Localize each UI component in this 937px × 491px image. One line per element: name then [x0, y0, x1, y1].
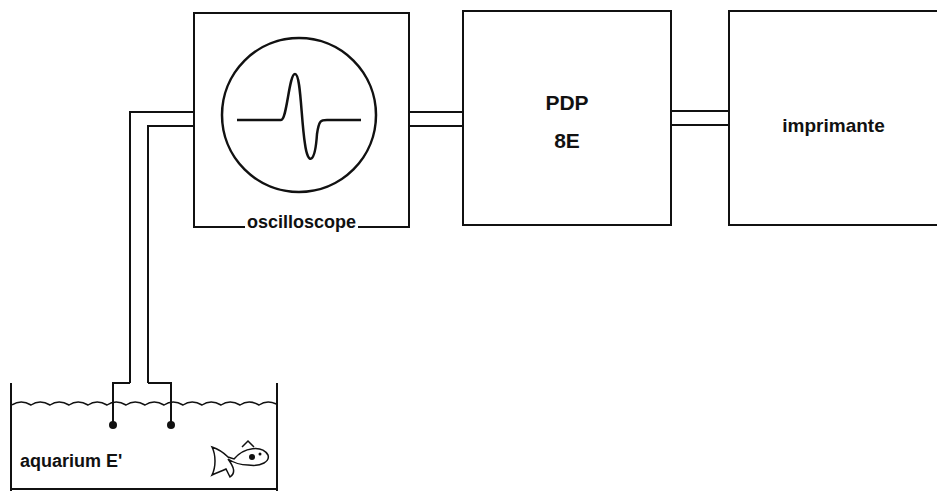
cable: [672, 111, 728, 125]
wire: [410, 125, 462, 127]
aquarium-illustration: [12, 383, 276, 491]
electrode-tip: [109, 421, 117, 429]
wire: [672, 124, 728, 126]
printer-box: imprimante: [728, 10, 937, 226]
wire: [148, 126, 193, 383]
wire: [410, 111, 462, 113]
oscilloscope-box: oscilloscope: [193, 12, 410, 228]
computer-label: PDP 8E: [535, 84, 599, 160]
aquarium-label: aquarium E': [18, 451, 124, 473]
wire: [130, 112, 193, 383]
electrode-tip: [167, 421, 175, 429]
tank-bottom: [10, 488, 278, 490]
computer-box: PDP 8E: [462, 10, 672, 226]
cable: [410, 112, 462, 126]
wire: [672, 110, 728, 112]
printer-label: imprimante: [780, 115, 886, 138]
cable: [130, 112, 193, 383]
aquarium-tank: aquarium E': [10, 383, 278, 491]
screen-illustration: [195, 14, 408, 226]
instrument-label: oscilloscope: [245, 212, 358, 234]
